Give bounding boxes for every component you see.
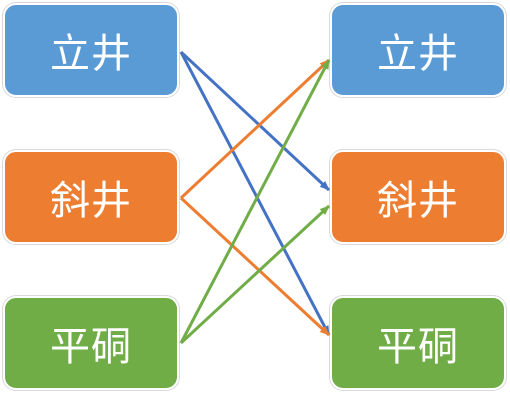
arrow-1-to-3 bbox=[179, 51, 331, 336]
right-node-adit-label: 平硐 bbox=[377, 324, 459, 370]
arrow-2-to-3 bbox=[179, 196, 331, 337]
left-node-shaft: 立井 bbox=[3, 3, 179, 97]
arrow-3-to-2 bbox=[179, 204, 331, 345]
right-node-shaft: 立井 bbox=[330, 3, 506, 97]
left-node-incline: 斜井 bbox=[3, 150, 179, 244]
left-node-adit: 平硐 bbox=[3, 296, 179, 390]
left-node-adit-label: 平硐 bbox=[50, 324, 132, 370]
right-node-adit: 平硐 bbox=[330, 296, 506, 390]
left-node-shaft-label: 立井 bbox=[50, 31, 132, 77]
left-node-incline-label: 斜井 bbox=[50, 178, 132, 224]
right-node-shaft-label: 立井 bbox=[377, 31, 459, 77]
arrow-3-to-1 bbox=[179, 59, 331, 344]
arrow-2-to-1 bbox=[179, 58, 331, 200]
right-node-incline-label: 斜井 bbox=[377, 178, 459, 224]
right-node-incline: 斜井 bbox=[330, 150, 506, 244]
arrow-1-to-2 bbox=[179, 50, 331, 192]
